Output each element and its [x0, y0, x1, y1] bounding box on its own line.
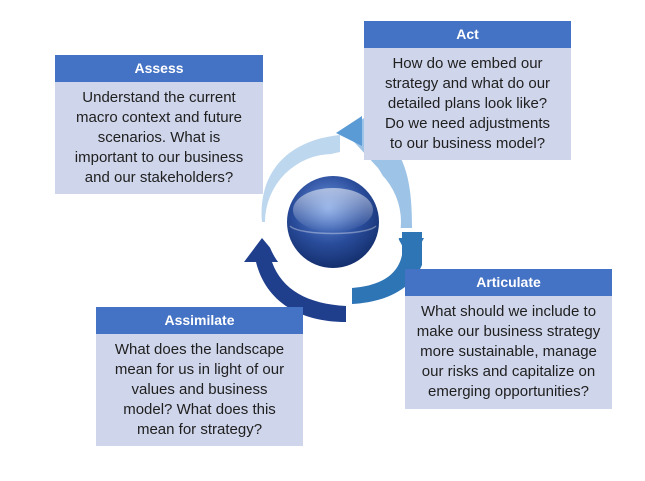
arrowhead-act-icon	[336, 116, 362, 146]
step-title: Articulate	[405, 269, 612, 296]
step-description: How do we embed our strategy and what do…	[364, 48, 571, 160]
step-assess: Assess Understand the current macro cont…	[55, 55, 263, 194]
step-title: Assimilate	[96, 307, 303, 334]
step-title: Assess	[55, 55, 263, 82]
step-description: What should we include to make our busin…	[405, 296, 612, 409]
cycle-arrow-assimilate	[244, 238, 346, 322]
step-description: Understand the current macro context and…	[55, 82, 263, 194]
step-assimilate: Assimilate What does the landscape mean …	[96, 307, 303, 446]
arrowhead-articulate-icon	[398, 238, 424, 262]
step-articulate: Articulate What should we include to mak…	[405, 269, 612, 409]
step-act: Act How do we embed our strategy and wha…	[364, 21, 571, 160]
step-title: Act	[364, 21, 571, 48]
step-description: What does the landscape mean for us in l…	[96, 334, 303, 446]
